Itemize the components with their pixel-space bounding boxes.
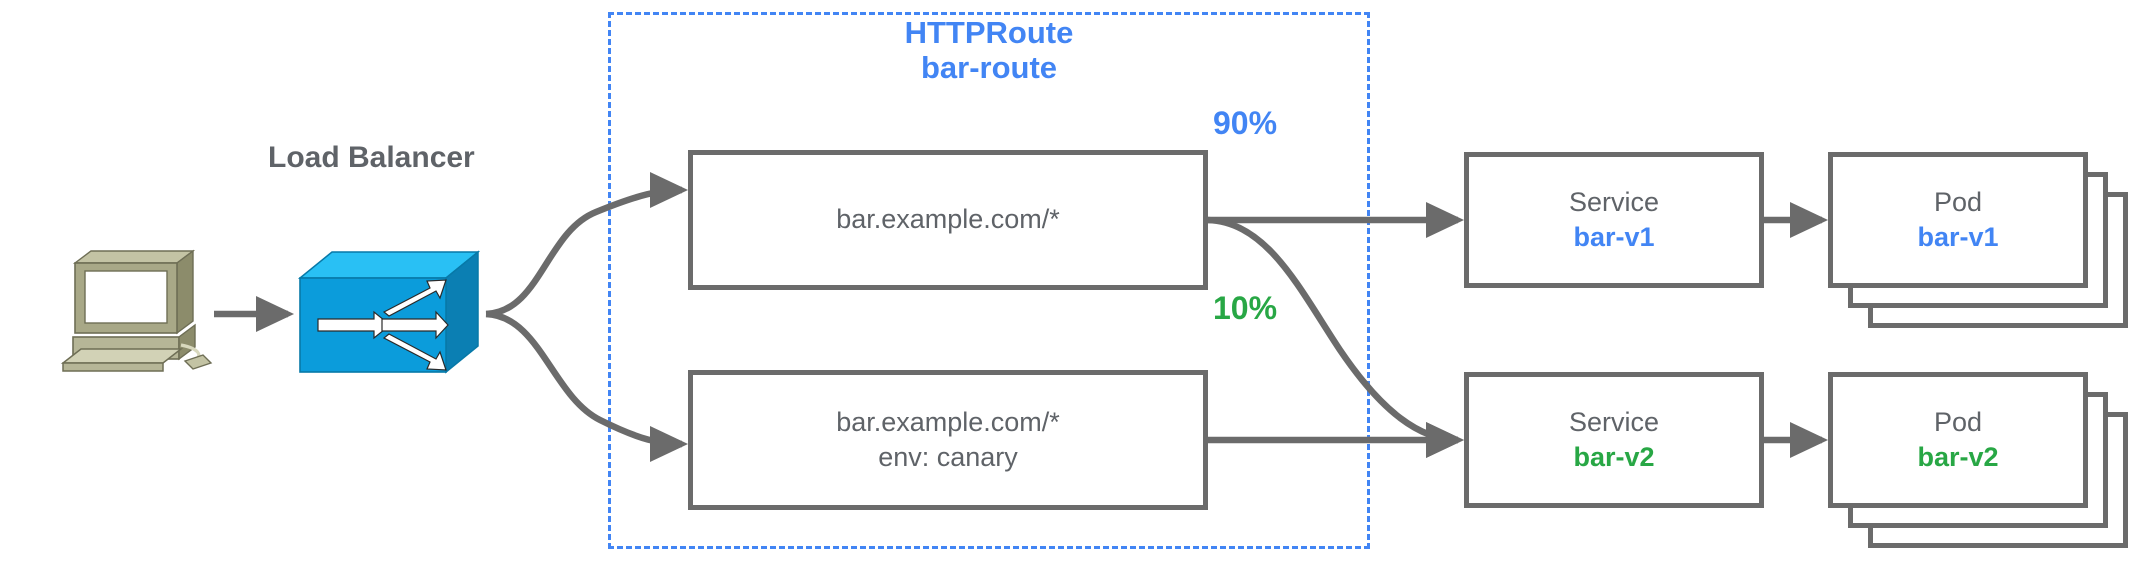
service-name-label-v2: bar-v2: [1573, 442, 1655, 472]
edge-lb-to-rule-canary: [485, 310, 689, 463]
pod-box-bar-v1[interactable]: Pod bar-v1: [1828, 152, 2088, 288]
service-kind-label-v1: Service: [1568, 186, 1660, 217]
service-name-label-v1: bar-v1: [1573, 222, 1655, 252]
route-rule-box-primary[interactable]: bar.example.com/*: [688, 150, 1208, 290]
httproute-kind-label: HTTPRoute: [904, 15, 1074, 50]
httproute-group-boundary: [608, 12, 1370, 549]
pod-name-label-v1: bar-v1: [1917, 222, 1999, 252]
httproute-title: HTTPRoute bar-route: [608, 15, 1370, 85]
network-switch-icon: [296, 250, 481, 378]
workstation-computer-icon: [45, 245, 215, 380]
pod-kind-label-v1: Pod: [1933, 186, 1983, 217]
httproute-name-label: bar-route: [920, 49, 1058, 85]
pod-kind-label-v2: Pod: [1933, 406, 1983, 437]
service-box-bar-v1[interactable]: Service bar-v1: [1464, 152, 1764, 288]
service-kind-label-v2: Service: [1568, 406, 1660, 437]
edge-lb-to-rule-primary: [485, 171, 689, 318]
pod-stack-bar-v2: Pod bar-v2: [1828, 372, 2128, 552]
route-rule-headers-canary: env: canary: [878, 442, 1018, 472]
service-box-bar-v2[interactable]: Service bar-v2: [1464, 372, 1764, 508]
route-rule-match-canary: bar.example.com/*: [836, 406, 1060, 437]
weight-label-primary: 90%: [1213, 105, 1278, 141]
pod-name-label-v2: bar-v2: [1917, 442, 1999, 472]
weight-label-canary: 10%: [1213, 290, 1278, 326]
pod-stack-bar-v1: Pod bar-v1: [1828, 152, 2128, 332]
edge-rule-primary-to-service-v2: [1207, 216, 1465, 459]
pod-box-bar-v2[interactable]: Pod bar-v2: [1828, 372, 2088, 508]
route-rule-box-canary[interactable]: bar.example.com/* env: canary: [688, 370, 1208, 510]
route-rule-match-primary: bar.example.com/*: [836, 204, 1060, 235]
load-balancer-label: Load Balancer: [268, 141, 475, 174]
